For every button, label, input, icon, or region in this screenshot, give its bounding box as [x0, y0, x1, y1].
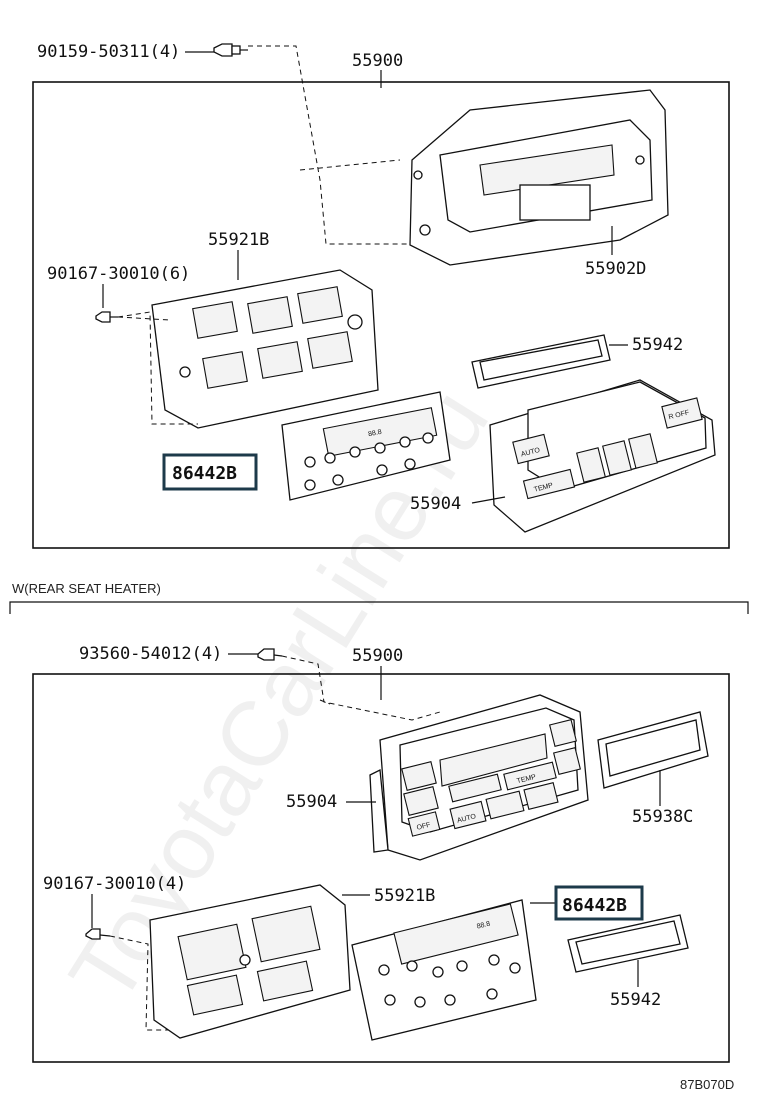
top-board-86442B: 88.8	[281, 391, 451, 501]
top-board-label: 86442B	[172, 463, 237, 484]
bottom-panel-55904: OFF AUTO TEMP	[369, 694, 589, 861]
top-screw-icon	[95, 311, 118, 323]
bottom-lens-label: 55942	[610, 990, 661, 1010]
bottom-lens-55942	[567, 914, 689, 973]
bottom-lens-c-label: 55938C	[632, 807, 693, 827]
top-housing-55902D	[409, 89, 669, 266]
top-panel-roff: R OFF	[668, 409, 690, 421]
top-panel-auto: AUTO	[520, 447, 541, 459]
bottom-panel-temp: TEMP	[516, 774, 537, 786]
bottom-board-86442B: 88.8	[351, 899, 537, 1041]
top-panel-55904: AUTO TEMP R OFF	[489, 379, 716, 533]
top-bracket-label: 55921B	[208, 230, 269, 250]
section-label: W(REAR SEAT HEATER)	[12, 581, 161, 596]
top-bolt-icon	[213, 43, 248, 57]
bottom-assembly-label: 55900	[352, 646, 403, 666]
top-lens-label: 55942	[632, 335, 683, 355]
top-housing-label: 55902D	[585, 259, 646, 279]
bottom-panel-label: 55904	[286, 792, 337, 812]
bottom-screw-icon	[85, 928, 111, 940]
bottom-panel-off: OFF	[416, 822, 431, 832]
top-panel-temp: TEMP	[533, 482, 554, 494]
bottom-screw-label: 90167-30010(4)	[43, 874, 186, 894]
top-lens-55942	[471, 334, 611, 389]
bottom-board-label: 86442B	[562, 895, 627, 916]
top-panel-label: 55904	[410, 494, 461, 514]
bottom-bracket-label: 55921B	[374, 886, 435, 906]
bottom-panel-auto: AUTO	[456, 813, 477, 825]
bottom-bolt-icon	[257, 648, 283, 661]
top-bracket-55921B	[151, 269, 379, 429]
bottom-bracket-55921B	[149, 884, 351, 1039]
top-assembly-label: 55900	[352, 51, 403, 71]
top-screw-label: 90167-30010(6)	[47, 264, 190, 284]
bottom-bolt-label: 93560-54012(4)	[79, 644, 222, 664]
top-board-display: 88.8	[368, 429, 383, 438]
top-board-callout	[162, 453, 258, 491]
bottom-lens-55938C	[597, 711, 709, 789]
bottom-board-callout	[554, 885, 644, 921]
top-bolt-label: 90159-50311(4)	[37, 42, 180, 62]
diagram-code: 87B070D	[680, 1077, 734, 1092]
bottom-board-display: 88.8	[476, 921, 491, 931]
